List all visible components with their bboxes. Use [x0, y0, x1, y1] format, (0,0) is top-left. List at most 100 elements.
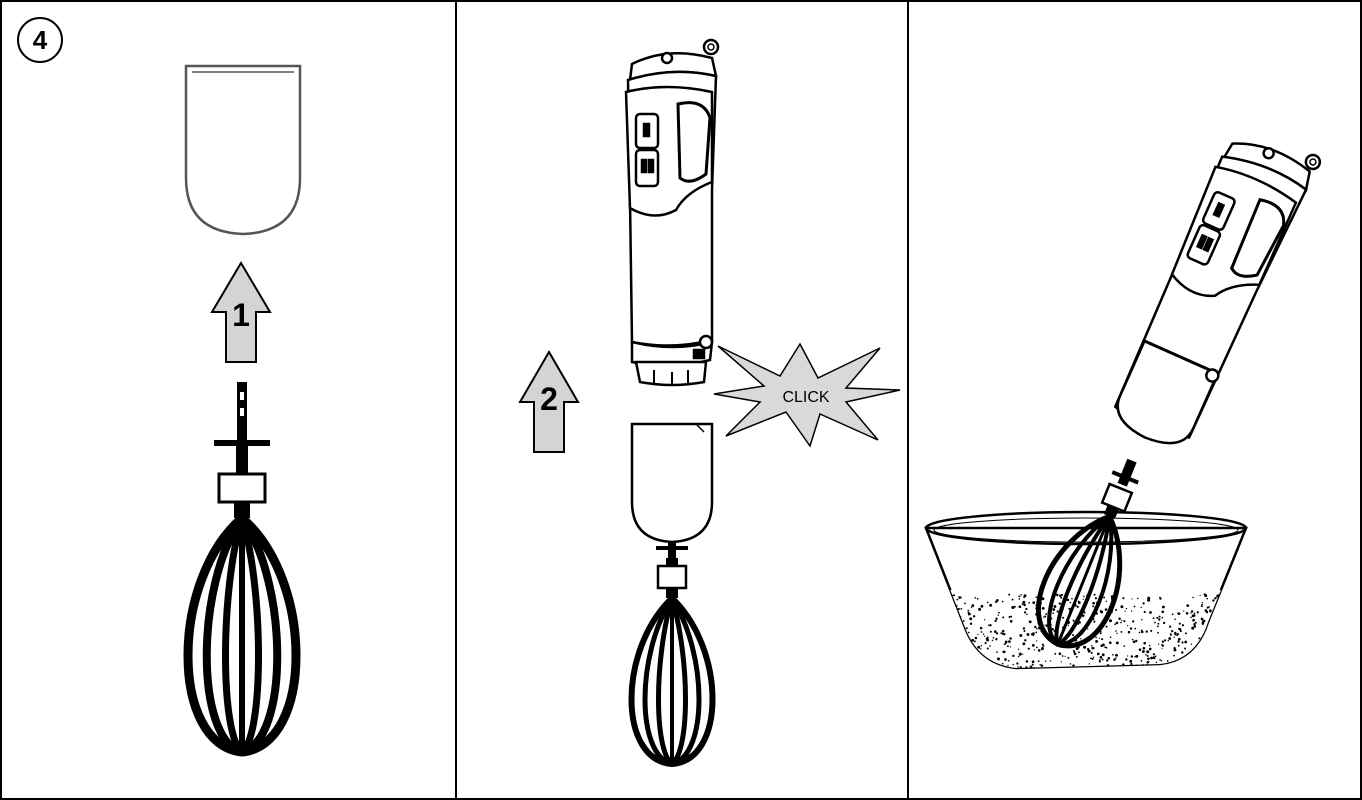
mixture-speckle	[1023, 604, 1026, 607]
mixture-speckle	[1197, 653, 1199, 655]
mixture-speckle	[1208, 606, 1209, 607]
mixture-speckle	[1122, 597, 1124, 599]
mixture-speckle	[944, 622, 947, 625]
whisk-gearbox-cup-2	[632, 424, 712, 542]
mixture-speckle	[1231, 617, 1233, 619]
mixture-speckle	[960, 597, 962, 599]
mixture-speckle	[980, 605, 983, 608]
mixture-speckle	[1143, 642, 1146, 645]
mixture-speckle	[1002, 663, 1004, 665]
mixture-speckle	[975, 637, 978, 640]
mixture-speckle	[1007, 665, 1008, 666]
mixture-speckle	[1225, 636, 1226, 637]
mixture-speckle	[1191, 644, 1192, 645]
mixture-speckle	[1194, 657, 1197, 660]
mixture-speckle	[1104, 646, 1106, 648]
mixture-speckle	[1213, 642, 1215, 644]
mixture-speckle	[1101, 638, 1103, 640]
mixture-speckle	[1004, 643, 1006, 645]
mixture-speckle	[1221, 628, 1223, 630]
mixture-speckle	[1215, 658, 1217, 660]
mixture-speckle	[1202, 602, 1203, 603]
mixture-speckle	[1018, 656, 1020, 658]
mixture-speckle	[1231, 618, 1232, 619]
mixture-speckle	[939, 647, 941, 649]
mixture-speckle	[1073, 619, 1075, 621]
mixture-speckle	[1193, 614, 1195, 616]
mixture-speckle	[1181, 651, 1183, 653]
mixture-speckle	[1137, 598, 1138, 599]
mixture-speckle	[1077, 606, 1079, 608]
mixture-speckle	[995, 618, 997, 620]
mixture-speckle	[996, 665, 998, 667]
mixture-speckle	[956, 665, 959, 668]
mixture-speckle	[1099, 659, 1101, 661]
mixture-speckle	[1121, 620, 1122, 621]
mixture-speckle	[1212, 618, 1215, 621]
mixture-speckle	[1192, 619, 1195, 622]
mixture-speckle	[1145, 654, 1147, 656]
mixture-speckle	[1059, 595, 1060, 596]
mixture-speckle	[1070, 663, 1072, 665]
mixture-speckle	[1094, 594, 1096, 596]
mixture-speckle	[1209, 609, 1211, 611]
mixture-speckle	[969, 617, 972, 620]
mixture-speckle	[1032, 644, 1035, 647]
mixture-speckle	[986, 639, 989, 642]
mixture-speckle	[1191, 627, 1194, 630]
mixture-speckle	[1133, 640, 1136, 643]
mixture-speckle	[1156, 662, 1158, 664]
mixture-speckle	[1237, 668, 1239, 670]
mixture-speckle	[1223, 622, 1224, 623]
mixture-speckle	[1172, 613, 1174, 615]
mixture-speckle	[1095, 637, 1097, 639]
mixture-speckle	[1061, 661, 1062, 662]
mixture-speckle	[1190, 612, 1191, 613]
mixture-speckle	[1130, 627, 1132, 629]
mixture-speckle	[1191, 654, 1193, 656]
mixture-speckle	[1205, 652, 1208, 655]
mixture-speckle	[1102, 653, 1105, 656]
mixture-speckle	[940, 647, 943, 650]
mixture-speckle	[1224, 629, 1226, 631]
mixture-speckle	[1022, 642, 1025, 645]
mixture-speckle	[1207, 650, 1208, 651]
mixture-speckle	[1236, 658, 1238, 660]
mixture-speckle	[1034, 626, 1036, 628]
mixture-speckle	[1161, 648, 1162, 649]
mixture-speckle	[1214, 619, 1217, 622]
mixture-speckle	[973, 615, 975, 617]
mixture-speckle	[968, 656, 971, 659]
mixture-speckle	[1150, 630, 1152, 632]
mixture-speckle	[1116, 641, 1119, 644]
mixture-speckle	[1204, 593, 1206, 595]
mixture-speckle	[1042, 644, 1044, 646]
mixture-speckle	[1145, 669, 1147, 671]
mixture-speckle	[1018, 649, 1019, 650]
mixture-speckle	[971, 607, 972, 608]
mixture-speckle	[1016, 662, 1018, 664]
mixture-speckle	[1202, 642, 1204, 644]
mixture-speckle	[1019, 598, 1021, 600]
mixture-speckle	[1174, 619, 1176, 621]
mixture-speckle	[1149, 611, 1152, 614]
mixture-speckle	[1026, 660, 1029, 663]
mixture-speckle	[1169, 625, 1171, 627]
mixture-speckle	[1041, 664, 1044, 667]
mixture-speckle	[1201, 618, 1204, 621]
mixture-speckle	[1008, 640, 1011, 643]
mixture-speckle	[1100, 656, 1103, 659]
mixture-speckle	[1146, 630, 1148, 632]
mixture-speckle	[1019, 605, 1022, 608]
mixture-speckle	[1102, 659, 1104, 661]
mixture-speckle	[1143, 669, 1146, 672]
mixture-speckle	[942, 649, 944, 651]
mixture-speckle	[1202, 665, 1204, 667]
mixture-speckle	[1153, 617, 1155, 619]
mixture-speckle	[1059, 602, 1061, 604]
mixture-speckle	[1182, 624, 1184, 626]
mixture-speckle	[1109, 619, 1112, 622]
mixture-speckle	[1125, 658, 1127, 660]
panel-1: 4 1	[18, 18, 300, 752]
mixture-speckle	[1020, 594, 1021, 595]
